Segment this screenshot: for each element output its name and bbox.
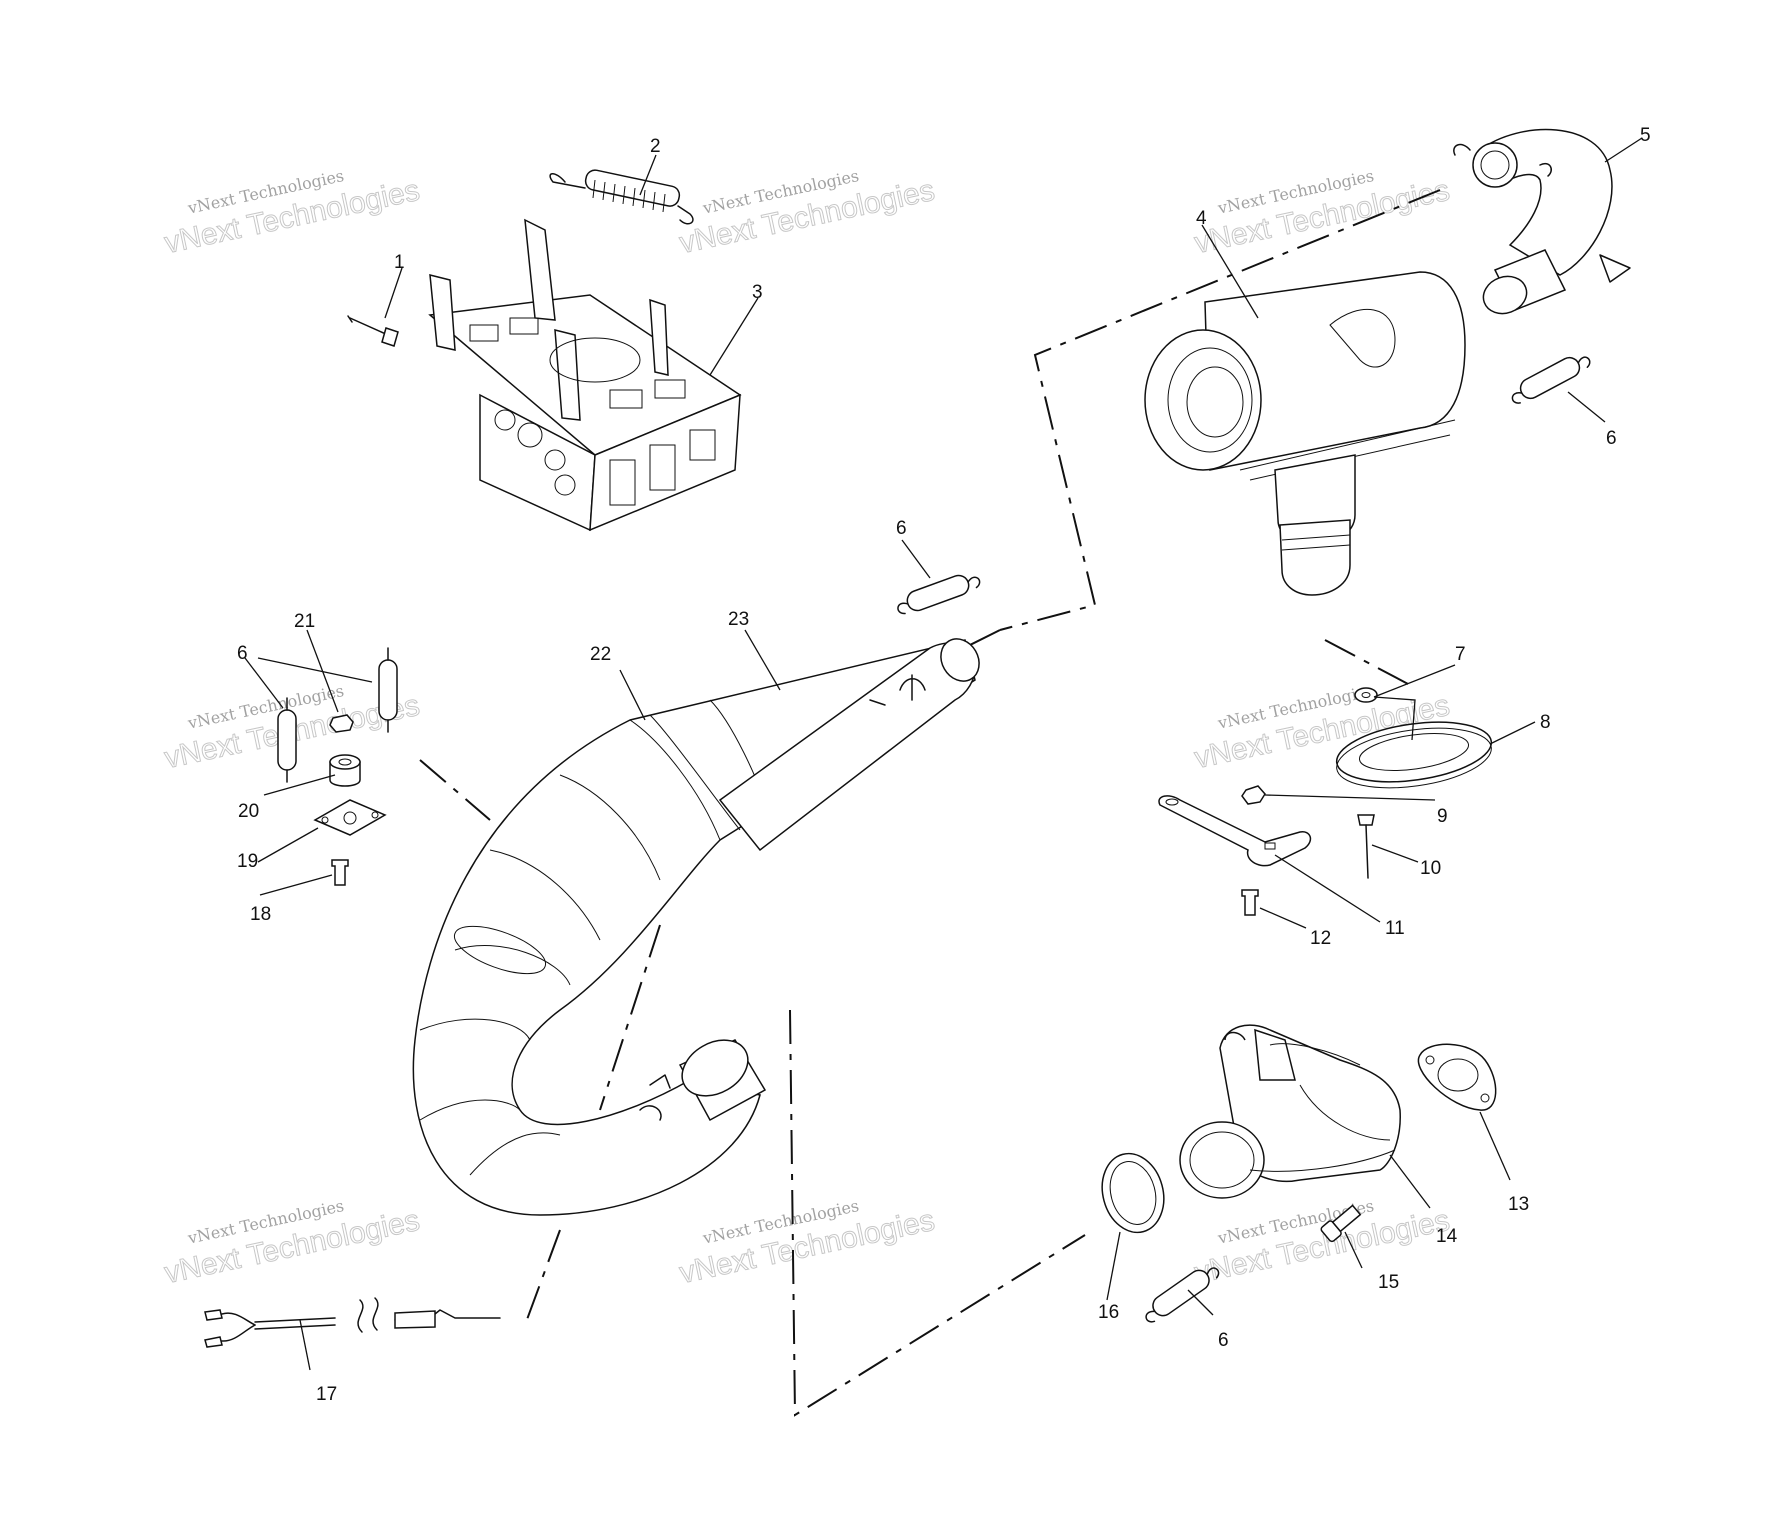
part-15-bolt bbox=[1320, 1204, 1362, 1243]
callout-17: 17 bbox=[316, 1384, 337, 1405]
part-10-bolt bbox=[1357, 814, 1375, 879]
callout-4: 4 bbox=[1196, 208, 1207, 229]
callout-12: 12 bbox=[1310, 928, 1331, 949]
part-6-spring-a bbox=[1511, 356, 1591, 404]
part-9-nut bbox=[1241, 785, 1266, 805]
part-13-gasket bbox=[1417, 1043, 1497, 1111]
part-1-pin bbox=[347, 315, 399, 347]
callout-6b: 6 bbox=[896, 518, 907, 539]
part-18-bolt bbox=[331, 859, 349, 886]
part-3-bracket bbox=[428, 218, 742, 532]
part-5-elbow-pipe bbox=[1453, 128, 1631, 315]
callout-18: 18 bbox=[250, 904, 271, 925]
callout-19: 19 bbox=[237, 851, 258, 872]
callout-6c: 6 bbox=[237, 643, 248, 664]
callout-2: 2 bbox=[650, 136, 661, 157]
callout-6a: 6 bbox=[1606, 428, 1617, 449]
part-17-sensor-harness bbox=[204, 1297, 501, 1348]
callout-15: 15 bbox=[1378, 1272, 1399, 1293]
part-2-spring bbox=[549, 169, 694, 225]
part-6-spring-b bbox=[897, 574, 981, 615]
callout-5: 5 bbox=[1640, 125, 1651, 146]
part-19-flange-plate bbox=[313, 799, 387, 836]
callout-21: 21 bbox=[294, 611, 315, 632]
callout-3: 3 bbox=[752, 282, 763, 303]
callout-11: 11 bbox=[1385, 918, 1405, 939]
part-16-seal-ring bbox=[1101, 1152, 1165, 1234]
part-6-spring-e bbox=[1145, 1267, 1220, 1323]
callout-13: 13 bbox=[1508, 1194, 1529, 1215]
callout-20: 20 bbox=[238, 801, 259, 822]
part-12-bolt bbox=[1241, 889, 1259, 916]
leader-lines bbox=[244, 137, 1643, 1371]
callout-14: 14 bbox=[1436, 1226, 1458, 1247]
callout-6d: 6 bbox=[1218, 1330, 1229, 1351]
part-11-bracket-plate bbox=[1158, 795, 1312, 867]
callout-23: 23 bbox=[728, 609, 749, 630]
part-6-spring-d bbox=[378, 647, 398, 733]
callout-22: 22 bbox=[590, 644, 611, 665]
part-14-manifold bbox=[1179, 1024, 1401, 1199]
callout-16: 16 bbox=[1098, 1302, 1119, 1323]
callout-10: 10 bbox=[1420, 858, 1441, 879]
part-7-washer bbox=[1354, 687, 1378, 703]
callout-numbers: 1 2 3 4 5 6 6 6 6 7 8 9 10 11 12 13 14 1… bbox=[237, 125, 1651, 1405]
part-21-nut bbox=[329, 714, 354, 733]
part-20-grommet bbox=[329, 754, 361, 787]
part-6-spring-c bbox=[277, 697, 297, 783]
part-4-muffler bbox=[1144, 271, 1466, 596]
part-8-gasket bbox=[1335, 721, 1493, 789]
part-23-stinger bbox=[718, 638, 980, 852]
callout-9: 9 bbox=[1437, 806, 1448, 827]
callout-1: 1 bbox=[394, 252, 405, 273]
part-22-expansion-chamber bbox=[412, 639, 976, 1216]
callout-8: 8 bbox=[1540, 712, 1551, 733]
callout-7: 7 bbox=[1455, 644, 1466, 665]
assembly-centerlines bbox=[419, 189, 1441, 1417]
